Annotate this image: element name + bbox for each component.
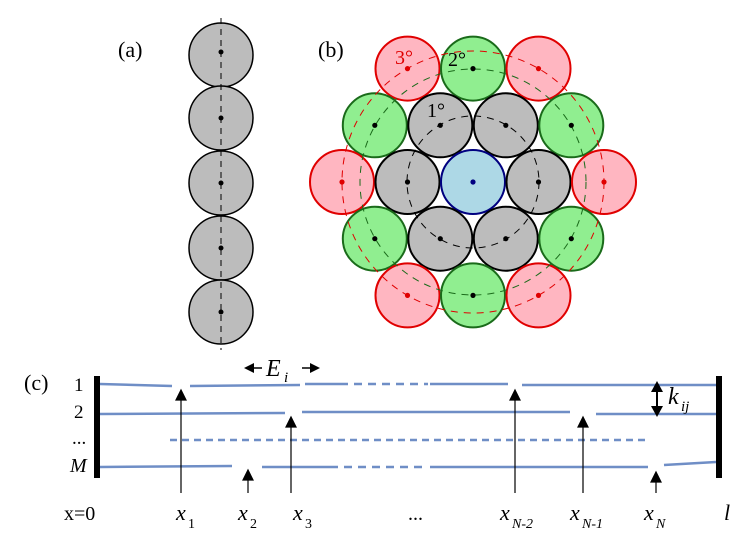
position-labels: x 1 x 2 x 3 x N-2 x N-1 x N [175,500,666,532]
right-wall [716,376,722,478]
right-end-label: l [724,500,730,525]
position-sub-xn1: N-1 [581,517,603,532]
disk-center-dot [404,66,411,72]
chain-center-dot [218,180,224,186]
row-m-segment [663,460,717,467]
disk-center-dot [535,179,542,185]
disk-center-dot [568,236,574,242]
coupling-arrow: k ij [651,381,689,417]
energy-subscript: i [284,370,288,386]
position-label-xn1: x [569,500,580,525]
disk-center-dot [372,236,378,242]
position-sub-xn2: N-2 [511,517,533,532]
chain-center-dot [218,115,224,121]
disk-center-dot [404,179,411,185]
disk-center-dot [503,122,509,128]
first-shell-label: 1° [427,100,445,122]
chain-center-dot [218,245,224,251]
position-label-xn: x [643,500,654,525]
position-sub-x3: 3 [305,517,312,532]
disk-center-dot [437,236,443,242]
disk-center-dot [404,292,411,298]
disk-center-dot [339,179,345,185]
position-sub-xn: N [655,517,666,532]
position-label-x2: x [237,500,248,525]
third-shell-label: 3° [395,47,413,69]
chain-center-dot [218,49,224,55]
disk-center-dot [535,292,542,298]
disk-center-dot [568,122,574,128]
disk-center-dot [601,179,607,185]
chain-center-dot [218,309,224,315]
positions-ellipsis: ... [408,503,423,525]
position-label-x1: x [175,500,186,525]
disk-center-dot [503,236,509,242]
row-1-segment [99,382,173,388]
disk-center-dot [470,292,476,298]
row-label-dots: ... [72,428,86,449]
panel-b-label: (b) [318,37,344,62]
row-1-segment [189,383,301,388]
position-arrows [175,388,662,493]
disk-center-dot [470,66,476,72]
second-shell-label: 2° [448,49,466,71]
panel-a-chain [188,18,254,350]
row-2-segment [99,411,286,416]
coupling-label: k [668,384,679,410]
left-wall [94,376,100,478]
row-label-m: M [69,455,88,477]
panel-c-label: (c) [24,370,48,395]
position-sub-x1: 1 [188,517,195,532]
shell-guide-circle [359,68,587,296]
energy-label: E [265,356,281,382]
disk-center-dot [437,122,443,128]
position-label-xn2: x [499,500,510,525]
row-labels: 1 2 ... M [69,375,88,477]
position-label-x3: x [292,500,303,525]
disk-center-dot [470,179,476,185]
position-sub-x2: 2 [250,517,257,532]
chain-lines [99,382,717,469]
disk-center-dot [372,122,378,128]
row-label-2: 2 [74,402,84,423]
coupling-subscript: ij [681,399,689,415]
disk-center-dot [535,66,542,72]
row-label-1: 1 [74,375,84,396]
left-end-label: x=0 [64,503,95,525]
energy-arrow: E i [244,356,320,386]
panel-b-cluster [309,35,637,329]
row-m-segment [99,464,233,469]
panel-a-label: (a) [118,37,142,62]
